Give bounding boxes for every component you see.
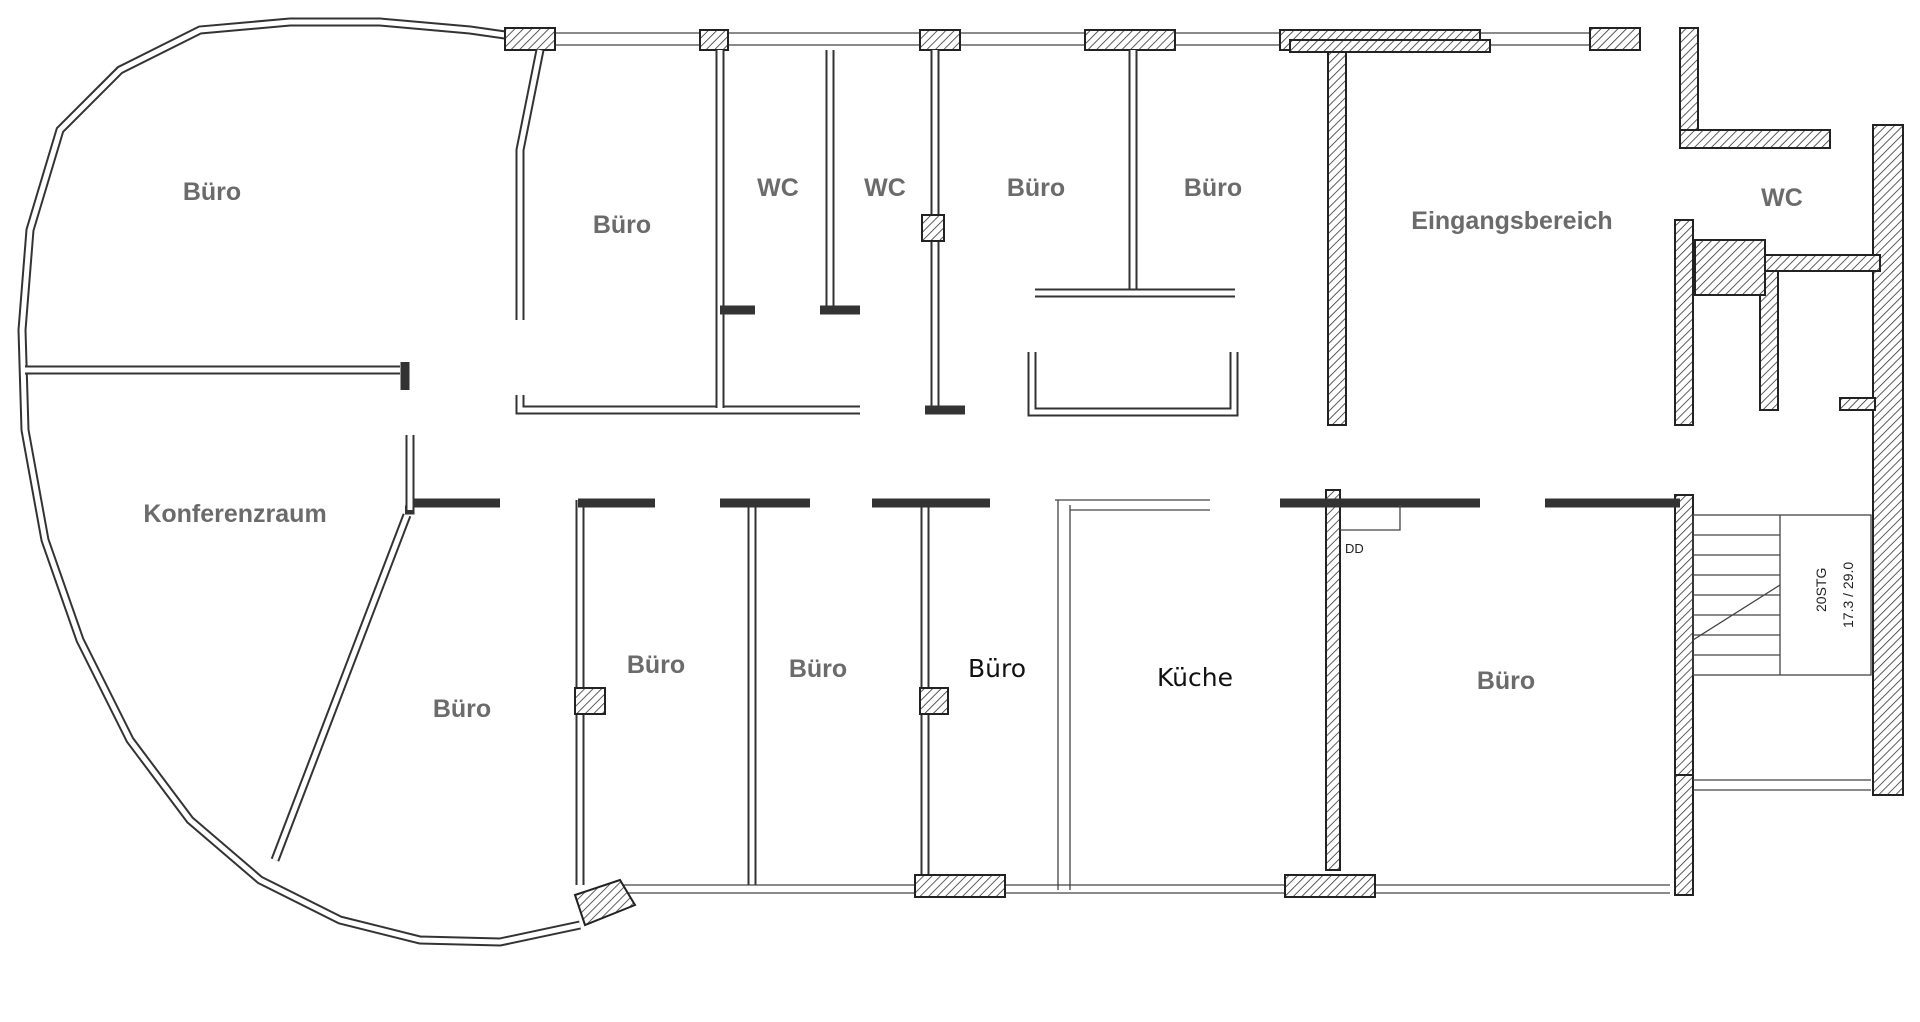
annotations: DD 20STG 17.3 / 29.0 (1345, 541, 1856, 628)
room-label-konferenzraum: Konferenzraum (143, 500, 326, 528)
room-label-buero: Büro (627, 651, 685, 679)
room-label-wc: WC (864, 174, 906, 202)
bottom-interior-walls (270, 435, 1680, 927)
room-label-buero: Büro (183, 178, 241, 206)
room-label-eingangsbereich: Eingangsbereich (1411, 207, 1612, 235)
room-label-buero: Büro (593, 211, 651, 239)
top-interior-walls (25, 39, 1491, 426)
room-label-kueche: Küche (1157, 663, 1233, 692)
right-block-walls (1674, 27, 1904, 896)
stair-steps-label: 20STG (1813, 568, 1829, 612)
outer-curved-wall (17, 17, 581, 947)
stair-dims-label: 17.3 / 29.0 (1840, 562, 1856, 628)
room-label-wc: WC (757, 174, 799, 202)
room-label-buero: Büro (1477, 667, 1535, 695)
room-label-buero: Büro (1184, 174, 1242, 202)
dd-label: DD (1345, 541, 1364, 556)
room-label-buero: Büro (1007, 174, 1065, 202)
room-label-buero: Büro (789, 655, 847, 683)
room-label-buero: Büro (968, 654, 1026, 683)
room-label-wc: WC (1761, 184, 1803, 212)
room-label-buero: Büro (433, 695, 491, 723)
room-labels: Büro Konferenzraum Büro Büro WC WC Büro … (143, 174, 1803, 723)
staircase (1692, 514, 1872, 791)
